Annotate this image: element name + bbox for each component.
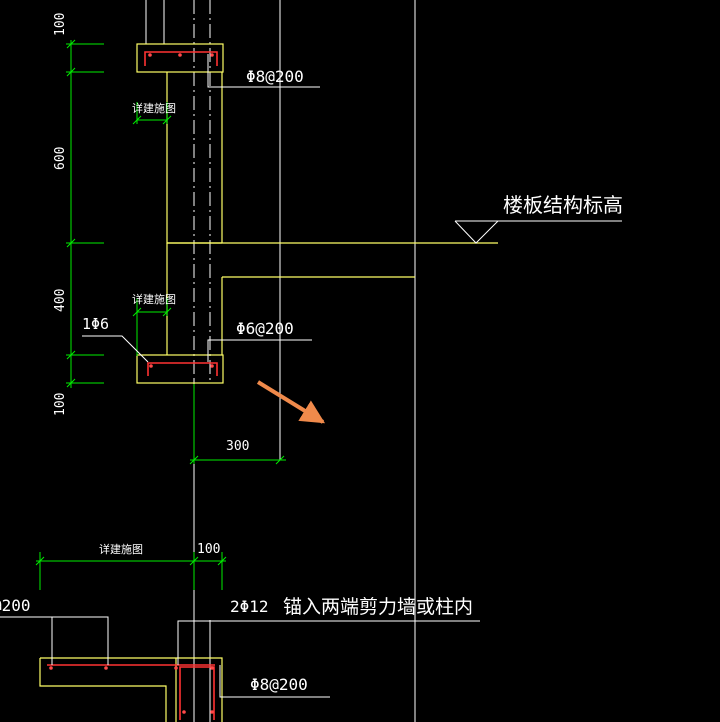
rebar-label-1phi6: 1Φ6: [82, 315, 109, 333]
dim-label-100-lower: 100: [197, 542, 220, 557]
dimension-lines: [35, 39, 286, 590]
see-arch-drawing-label-middle: 详建施图: [132, 292, 176, 306]
rebar-dots: [49, 53, 214, 714]
annotation-arrow: [256, 380, 326, 424]
dim-label-100-bottom: 100: [53, 393, 68, 416]
concrete-outline: [39, 43, 498, 722]
rebar-label-2phi12: 2Φ12: [230, 597, 269, 616]
dim-label-400: 400: [53, 289, 68, 312]
rebar-label-phi6-stirrup: Φ6@200: [236, 319, 294, 338]
rebar-label-phi8-bottom: Φ8@200: [250, 675, 308, 694]
rebar-label-phi8-top: Φ8@200: [246, 67, 304, 86]
leader-lines: [0, 54, 622, 698]
anchor-note: 锚入两端剪力墙或柱内: [283, 596, 473, 618]
rebar: [47, 51, 218, 720]
dim-label-100-top: 100: [53, 13, 68, 36]
rebar-label-left-cut: @200: [0, 596, 31, 615]
axis-center-line: [193, 0, 281, 460]
see-arch-drawing-label-bottom: 详建施图: [99, 542, 143, 556]
dim-label-600: 600: [53, 147, 68, 170]
slab-level-label: 楼板结构标高: [503, 193, 623, 217]
dim-label-300: 300: [226, 439, 249, 454]
see-arch-drawing-label-top: 详建施图: [132, 101, 176, 115]
